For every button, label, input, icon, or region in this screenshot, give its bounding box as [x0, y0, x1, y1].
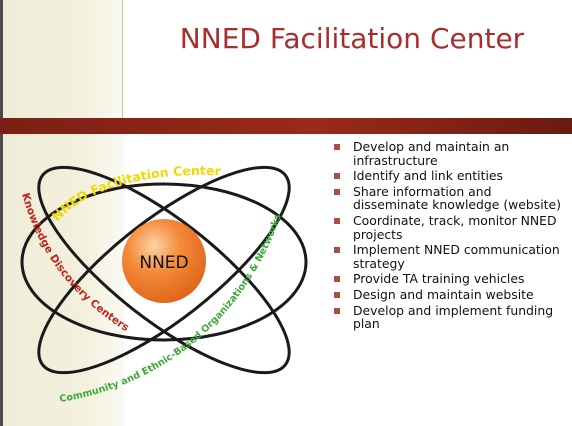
square-bullet-icon: [334, 247, 340, 254]
knowledge-discovery-label-path: Knowledge Discovery Centers: [19, 192, 131, 334]
orbit-ring-diagonal-left: [37, 165, 291, 375]
square-bullet-icon: [334, 217, 340, 224]
list-item-text: Provide TA training vehicles: [353, 271, 525, 287]
orbit-ring-diagonal-right: [37, 165, 291, 375]
nucleus-label: NNED: [139, 253, 188, 273]
list-item: Develop and maintain an infrastructure: [334, 140, 568, 167]
list-item-text: Coordinate, track, monitor NNED projects: [353, 212, 557, 242]
square-bullet-icon: [334, 307, 340, 314]
title-band: [0, 118, 572, 134]
nucleus-circle: [122, 219, 206, 303]
square-bullet-icon: [334, 144, 340, 150]
responsibilities-list: Develop and maintain an infrastructure I…: [334, 140, 568, 333]
facilitation-center-label-path: NNED Facilitation Center: [49, 163, 222, 224]
list-item-text: Share information and disseminate knowle…: [353, 183, 561, 213]
list-item: Coordinate, track, monitor NNED projects: [334, 214, 568, 241]
list-item: Implement NNED communication strategy: [334, 243, 568, 270]
atom-diagram: NNED NNED Facilitation Center Knowledge …: [19, 163, 308, 405]
left-accent-panel: [0, 0, 124, 426]
list-item-text: Implement NNED communication strategy: [353, 242, 560, 271]
list-item-text: Design and maintain website: [353, 286, 534, 302]
list-item-text: Develop and maintain an infrastructure: [353, 139, 510, 168]
facilitation-center-label: NNED Facilitation Center: [49, 163, 222, 224]
list-item: Provide TA training vehicles: [334, 272, 568, 286]
list-item-text: Develop and implement funding plan: [353, 302, 554, 332]
square-bullet-icon: [334, 188, 340, 195]
list-item-text: Identify and link entities: [353, 168, 503, 184]
slide-title: NNED Facilitation Center: [179, 22, 525, 55]
list-item: Identify and link entities: [334, 169, 568, 183]
square-bullet-icon: [334, 276, 340, 283]
left-border: [0, 0, 3, 426]
square-bullet-icon: [334, 291, 340, 298]
list-item: Develop and implement funding plan: [334, 302, 568, 332]
list-item: Share information and disseminate knowle…: [334, 185, 568, 212]
list-item: Design and maintain website: [334, 288, 568, 302]
title-divider-line: [122, 0, 123, 118]
orbit-ring-horizontal: [20, 182, 308, 342]
knowledge-discovery-label: Knowledge Discovery Centers: [19, 192, 131, 334]
square-bullet-icon: [334, 173, 340, 180]
